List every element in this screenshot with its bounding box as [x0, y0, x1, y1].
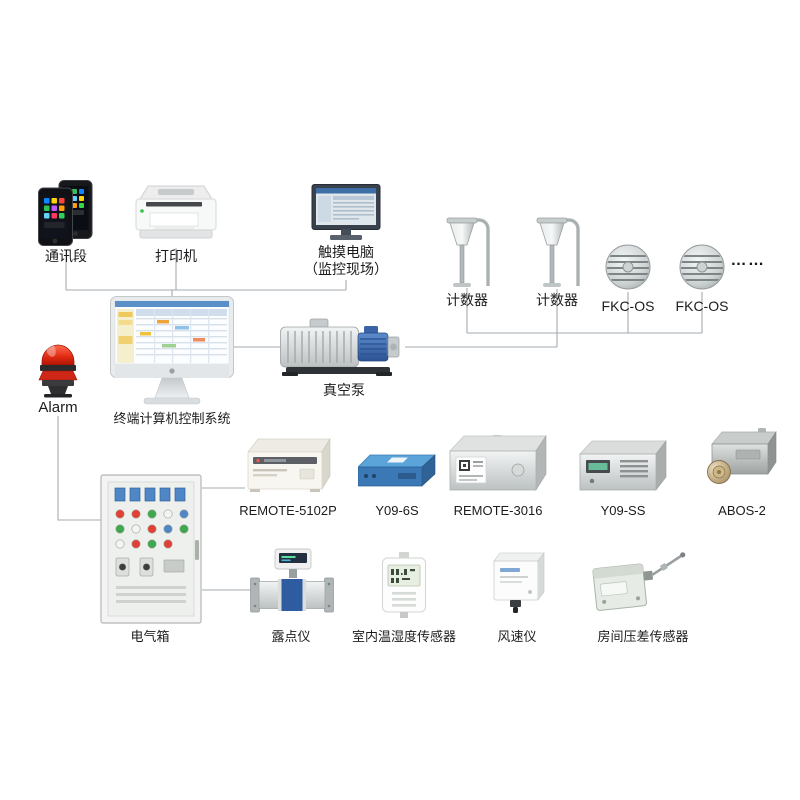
dew-point-meter-device [250, 548, 334, 618]
remote-5102p-icon [247, 437, 331, 492]
fkc-os-sampler-icon [605, 244, 651, 290]
remote-5102p-label: REMOTE-5102P [239, 503, 337, 518]
anemometer-icon [493, 552, 545, 613]
phone-device [38, 180, 94, 246]
phone-label: 通讯段 [45, 248, 87, 264]
printer-device [128, 184, 224, 242]
abos-2-icon [707, 428, 777, 484]
smartphones-icon [38, 180, 93, 246]
temp-humidity-sensor-icon [382, 552, 426, 618]
touch-pc-label-line2: （监控现场） [304, 261, 388, 277]
remote-5102p-device [244, 437, 332, 492]
electrical-box-label: 电气箱 [130, 629, 170, 644]
temp-humidity-sensor-device [380, 552, 428, 618]
fkc-os-1-device [604, 243, 652, 291]
fkc-os-1-label: FKC-OS [601, 298, 655, 314]
counter-1-label: 计数器 [446, 292, 488, 308]
counter-2-label: 计数器 [536, 292, 578, 308]
alarm-beacon-icon [38, 343, 78, 398]
remote-3016-label: REMOTE-3016 [453, 503, 543, 518]
imac-icon [110, 296, 234, 405]
particle-counter-icon [536, 217, 580, 287]
y09-ss-label: Y09-SS [600, 503, 646, 518]
y09-6s-icon [357, 454, 436, 487]
y09-6s-label: Y09-6S [375, 503, 419, 518]
electrical-cabinet-icon [100, 474, 202, 624]
abos-2-label: ABOS-2 [718, 503, 766, 518]
terminal-computer-label: 终端计算机控制系统 [113, 411, 231, 426]
electrical-box-device [100, 474, 202, 624]
more-devices-ellipsis: …… [730, 252, 766, 269]
y09-ss-icon [579, 440, 667, 491]
y09-6s-device [357, 454, 436, 488]
printer-icon [135, 185, 217, 239]
abos-2-device [702, 428, 782, 486]
touch-pc-label-line1: 触摸电脑 [318, 244, 374, 260]
vacuum-pump-icon [280, 318, 400, 376]
touch-computer-icon [311, 184, 381, 240]
printer-label: 打印机 [155, 248, 197, 264]
alarm-device [36, 330, 80, 398]
remote-3016-device [448, 434, 548, 492]
fkc-os-2-label: FKC-OS [675, 298, 729, 314]
dew-point-meter-icon [250, 548, 334, 613]
pressure-sensor-device [592, 548, 688, 611]
counter-2-device [531, 214, 583, 288]
anemometer-device [488, 552, 548, 614]
vacuum-pump-device [280, 318, 406, 378]
vacuum-pump-label: 真空泵 [323, 382, 365, 398]
counter-1-device [441, 214, 493, 288]
fkc-os-2-device [678, 243, 726, 291]
temp-humidity-sensor-label: 室内温湿度传感器 [351, 629, 457, 644]
touch-pc-label: 触摸电脑 （监控现场） [304, 244, 388, 278]
fkc-os-sampler-icon [679, 244, 725, 290]
pressure-sensor-label: 房间压差传感器 [597, 629, 689, 644]
y09-ss-device [578, 440, 668, 492]
touch-computer-device [306, 184, 386, 242]
pressure-sensor-icon [592, 552, 686, 611]
dew-point-meter-label: 露点仪 [271, 629, 311, 644]
remote-3016-icon [449, 435, 547, 492]
anemometer-label: 风速仪 [497, 629, 537, 644]
alarm-label: Alarm [38, 399, 78, 416]
particle-counter-icon [446, 217, 490, 287]
terminal-computer-device [110, 296, 234, 406]
